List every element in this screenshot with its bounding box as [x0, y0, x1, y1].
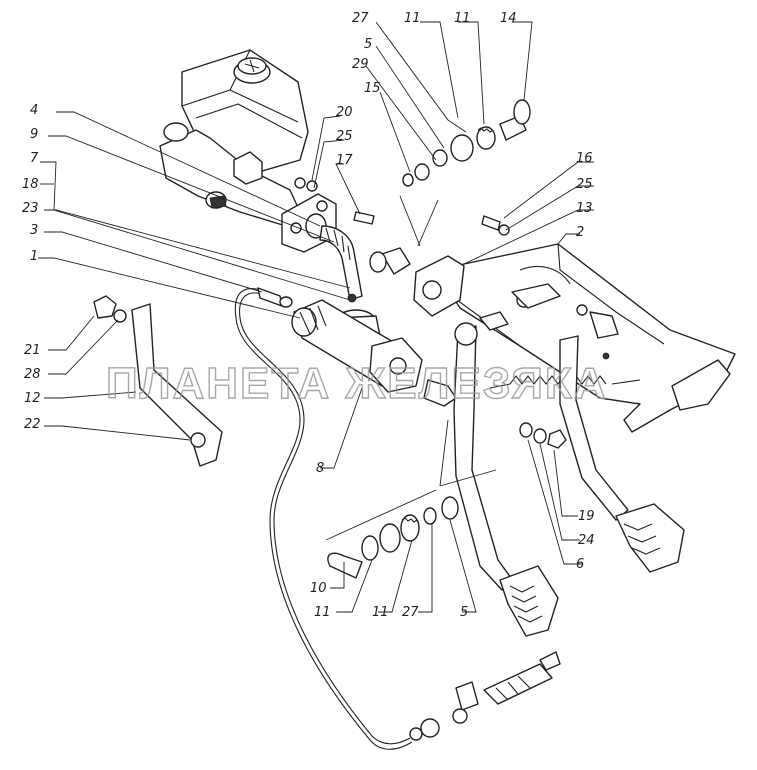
callout-2: 2 [576, 225, 584, 240]
watermark-text: ПЛАНЕТА ЖЕЛЕЗЯКА [106, 359, 608, 408]
callout-23: 23 [22, 201, 39, 216]
bracket-12 [93, 295, 223, 467]
callout-6: 6 [576, 557, 584, 572]
callout-17: 17 [336, 153, 353, 168]
slave-cylinder [291, 299, 457, 407]
callout-28: 28 [24, 367, 41, 382]
callout-4: 4 [30, 103, 38, 118]
axle-hardware-top [306, 99, 531, 275]
callout-13: 13 [576, 201, 593, 216]
callout-5-top: 5 [364, 37, 372, 52]
pedal-fasteners-upper [519, 422, 567, 449]
callout-12: 12 [24, 391, 41, 406]
callout-18: 18 [22, 177, 39, 192]
callout-14: 14 [500, 11, 517, 26]
callout-8: 8 [316, 461, 324, 476]
callout-5-bottom: 5 [460, 605, 468, 620]
callout-3: 3 [30, 223, 38, 238]
callout-16: 16 [576, 151, 593, 166]
clutch-cable-switch [409, 651, 561, 741]
callout-11-top-b: 11 [454, 11, 471, 26]
callout-29: 29 [352, 57, 369, 72]
callout-7: 7 [30, 151, 39, 166]
master-cylinder-body [159, 122, 306, 227]
callout-20: 20 [336, 105, 353, 120]
callout-27-top: 27 [352, 11, 369, 26]
callout-10: 10 [310, 581, 327, 596]
callout-24: 24 [578, 533, 595, 548]
callout-21: 21 [24, 343, 41, 358]
callout-27-bottom: 27 [402, 605, 419, 620]
callout-11-bottom-a: 11 [314, 605, 331, 620]
callout-1: 1 [30, 249, 38, 264]
hydraulic-line [234, 287, 413, 750]
callout-labels: 27 11 11 14 5 29 15 4 20 25 9 17 7 18 23… [22, 11, 595, 620]
return-spring [489, 375, 641, 389]
callout-22: 22 [24, 417, 41, 432]
clutch-pedal [453, 311, 559, 637]
callout-19: 19 [578, 509, 595, 524]
callout-11-top-a: 11 [404, 11, 421, 26]
callout-25-right: 25 [576, 177, 593, 192]
pedal-bracket [413, 243, 736, 433]
callout-15: 15 [364, 81, 381, 96]
callout-11-bottom-b: 11 [372, 605, 389, 620]
axle-hardware-bottom [327, 496, 459, 579]
callout-9: 9 [30, 127, 38, 142]
callout-25-left: 25 [336, 129, 353, 144]
leader-lines [38, 21, 594, 613]
brake-pedal [559, 335, 685, 573]
